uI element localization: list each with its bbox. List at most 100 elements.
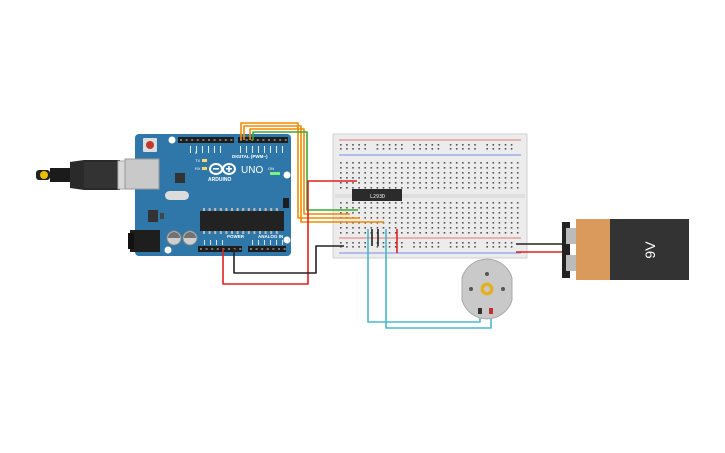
- wire-red-5v[interactable]: [222, 180, 357, 285]
- terminal-hole: [462, 222, 464, 224]
- terminal-hole: [340, 202, 342, 204]
- terminal-hole: [510, 177, 513, 179]
- terminal-hole: [498, 182, 501, 184]
- terminal-hole: [437, 167, 440, 169]
- terminal-hole: [431, 172, 434, 174]
- rail-hole: [504, 144, 507, 146]
- terminal-hole: [407, 222, 409, 224]
- rail-hole: [437, 246, 440, 248]
- terminal-hole: [504, 227, 507, 229]
- terminal-hole: [437, 177, 440, 179]
- terminal-hole: [443, 167, 446, 169]
- header-pin: [213, 139, 216, 141]
- terminal-hole: [486, 212, 488, 214]
- rail-hole: [394, 242, 397, 244]
- terminal-hole: [382, 182, 385, 184]
- terminal-hole: [370, 222, 373, 224]
- terminal-hole: [364, 217, 366, 219]
- rail-hole: [492, 246, 495, 248]
- header-pin: [250, 248, 252, 250]
- terminal-hole: [419, 227, 421, 229]
- terminal-hole: [401, 172, 403, 174]
- terminal-hole: [413, 207, 415, 209]
- rail-hole: [401, 242, 403, 244]
- terminal-hole: [419, 172, 421, 174]
- rail-hole: [462, 242, 464, 244]
- terminal-hole: [382, 172, 385, 174]
- terminal-hole: [474, 227, 476, 229]
- rail-hole: [486, 246, 488, 248]
- rail-hole: [486, 144, 488, 146]
- terminal-hole: [425, 207, 427, 209]
- terminal-hole: [455, 202, 458, 204]
- header-pin: [245, 139, 248, 141]
- terminal-hole: [425, 167, 427, 169]
- terminal-hole: [419, 187, 421, 189]
- battery-body-dark: [610, 219, 689, 280]
- terminal-hole: [407, 187, 409, 189]
- terminal-hole: [504, 167, 507, 169]
- terminal-hole: [498, 177, 501, 179]
- header-pin: [239, 248, 242, 250]
- terminal-hole: [437, 222, 440, 224]
- rail-hole: [388, 144, 391, 146]
- terminal-hole: [388, 167, 391, 169]
- rail-hole: [474, 144, 476, 146]
- terminal-hole: [358, 182, 360, 184]
- rail-hole: [382, 242, 385, 244]
- header-pin: [278, 248, 280, 250]
- terminal-hole: [455, 217, 458, 219]
- motor-screw: [501, 287, 505, 291]
- terminal-hole: [382, 207, 385, 209]
- rail-hole: [401, 144, 403, 146]
- chip-pin: [236, 231, 239, 234]
- rail-hole: [358, 246, 360, 248]
- terminal-hole: [516, 227, 519, 229]
- arduino-uno-board[interactable]: DIGITAL (PWM~) TX RX L ON UNO ARDUINO: [124, 134, 291, 256]
- rail-hole: [394, 144, 397, 146]
- terminal-hole: [492, 212, 495, 214]
- rail-hole: [431, 144, 434, 146]
- rail-hole: [455, 242, 458, 244]
- terminal-hole: [480, 232, 482, 234]
- terminal-hole: [443, 187, 446, 189]
- terminal-hole: [516, 217, 519, 219]
- wire-green[interactable]: [252, 131, 358, 211]
- terminal-hole: [401, 227, 403, 229]
- rail-hole: [431, 148, 434, 150]
- terminal-hole: [492, 207, 495, 209]
- center-channel: [335, 194, 525, 198]
- rail-hole: [486, 242, 488, 244]
- motor-shaft: [484, 286, 490, 292]
- terminal-hole: [455, 222, 458, 224]
- terminal-hole: [480, 217, 482, 219]
- rail-hole: [346, 246, 348, 248]
- terminal-hole: [443, 177, 446, 179]
- terminal-hole: [425, 217, 427, 219]
- rail-hole: [388, 246, 391, 248]
- terminal-hole: [346, 177, 348, 179]
- wires: [222, 122, 570, 329]
- tx-led: [202, 159, 207, 162]
- battery-9v[interactable]: 9V: [562, 219, 689, 280]
- terminal-hole: [425, 187, 427, 189]
- header-pin: [191, 139, 194, 141]
- terminal-hole: [407, 212, 409, 214]
- header-pin: [283, 248, 286, 250]
- terminal-hole: [510, 232, 513, 234]
- rail-hole: [413, 242, 415, 244]
- wire-orange-3[interactable]: [249, 128, 350, 215]
- wire-orange-2[interactable]: [243, 125, 384, 223]
- terminal-hole: [419, 232, 421, 234]
- wire-orange-1[interactable]: [240, 122, 360, 219]
- breadboard[interactable]: L293D: [332, 133, 528, 259]
- header-pin: [211, 248, 214, 250]
- motor-driver-chip[interactable]: [352, 189, 402, 201]
- terminal-hole: [407, 167, 409, 169]
- rail-hole: [510, 144, 513, 146]
- terminal-hole: [340, 207, 342, 209]
- wire-black-gnd[interactable]: [233, 245, 344, 274]
- usb-cable-ring: [40, 171, 48, 179]
- dc-motor[interactable]: [461, 258, 513, 320]
